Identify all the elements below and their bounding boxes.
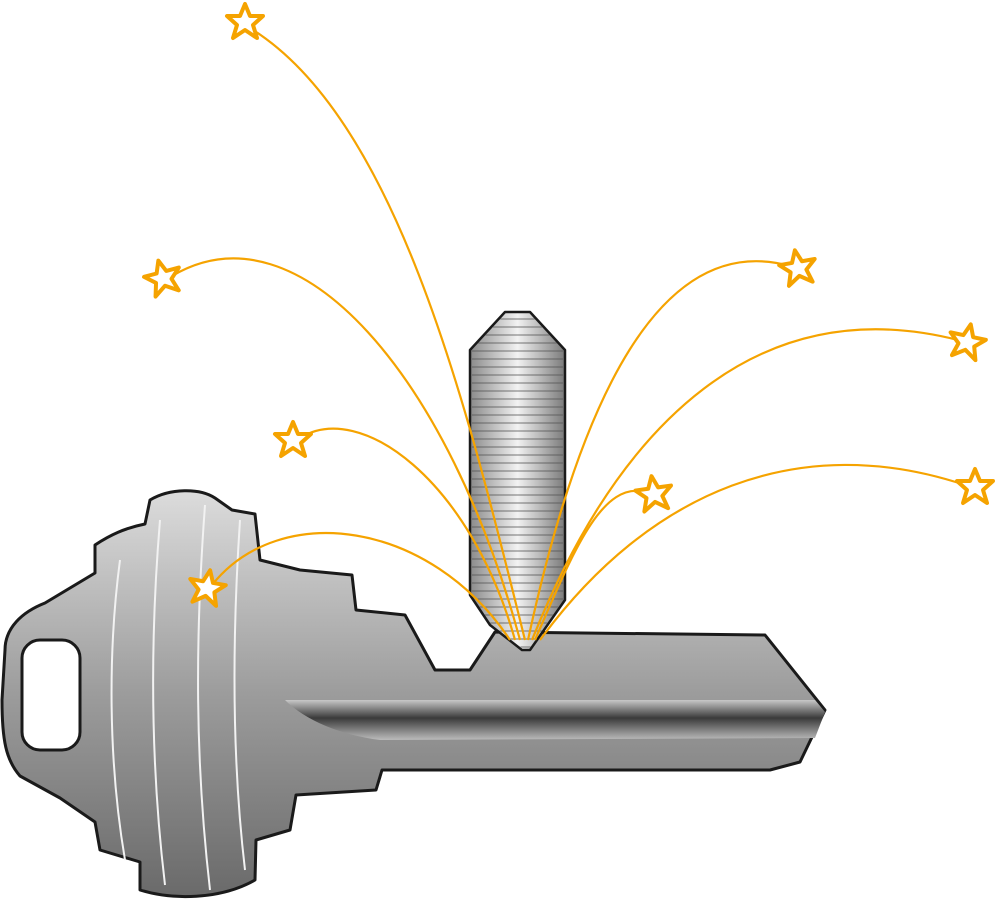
stars	[138, 2, 995, 609]
star-icon	[138, 253, 187, 301]
star-icon	[955, 467, 995, 505]
key-body	[0, 489, 827, 899]
key-pin	[468, 310, 567, 652]
key-bow-ridges	[110, 504, 246, 891]
key-blade-groove	[285, 700, 825, 740]
star-trails	[171, 27, 966, 641]
key-hole	[20, 638, 82, 752]
key	[0, 489, 827, 899]
star-icon	[944, 318, 991, 364]
star-icon	[273, 420, 313, 458]
star-icon	[775, 245, 821, 289]
star-icon	[631, 471, 677, 515]
